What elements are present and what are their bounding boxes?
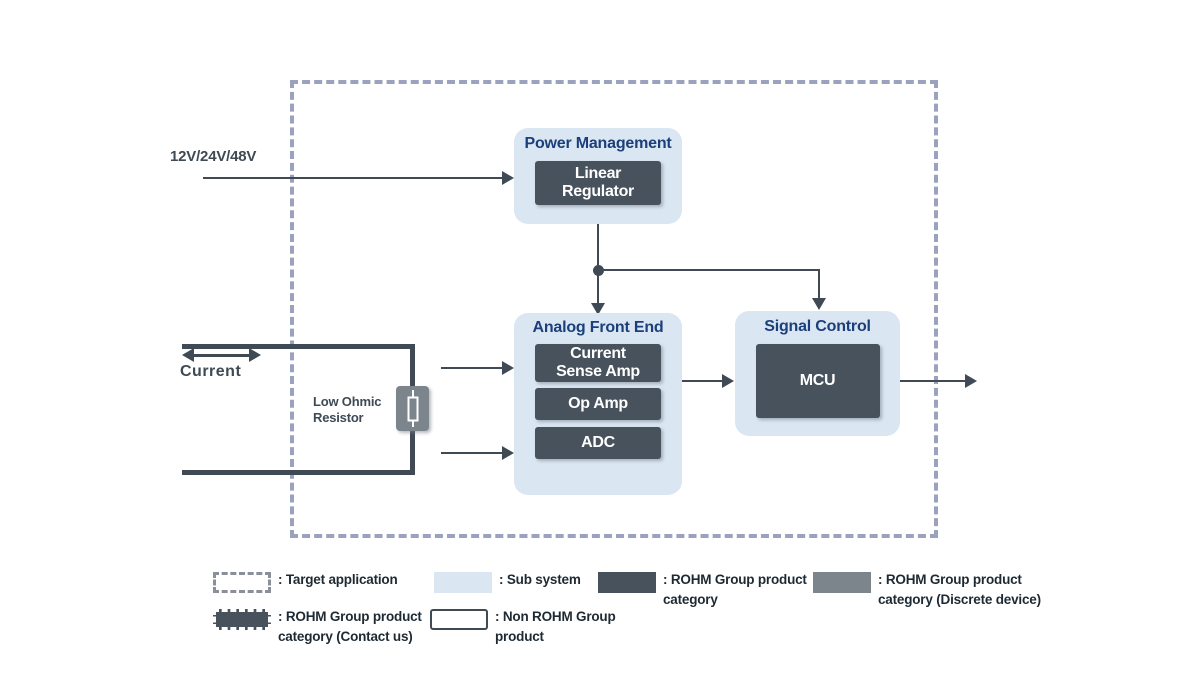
wire-afe-to-mcu (682, 380, 724, 382)
legend-label-rohm-product-contact-us: : ROHM Group product category (Contact u… (278, 609, 422, 644)
legend-swatch-non-rohm-product (430, 609, 488, 630)
legend-item-sub-system: : Sub system (434, 570, 581, 593)
legend-label-non-rohm-product: : Non ROHM Group product (495, 609, 616, 644)
target-application-boundary (290, 80, 938, 538)
subsystem-power-management-title: Power Management (524, 135, 672, 152)
wire-sense-top (441, 367, 503, 369)
subsystem-power-management: Power Management Linear Regulator (514, 128, 682, 224)
legend-swatch-rohm-product-category (598, 572, 656, 593)
wire-current-loop-right-top (410, 344, 415, 392)
arrowhead-mcu-output (965, 374, 977, 388)
legend-swatch-sub-system (434, 572, 492, 593)
resistor-lead-top-icon (411, 390, 414, 397)
legend-item-rohm-product-category: : ROHM Group product category (598, 570, 807, 609)
product-current-sense-amp: Current Sense Amp (535, 344, 661, 382)
arrowhead-afe-to-mcu (722, 374, 734, 388)
wire-sense-bottom (441, 452, 503, 454)
arrowhead-power-to-signal-control (812, 298, 826, 310)
legend-swatch-rohm-product-contact-us (213, 609, 271, 630)
wire-current-arrow-shaft (191, 354, 251, 357)
wire-power-to-afe (597, 269, 599, 305)
legend-item-rohm-product-discrete: : ROHM Group product category (Discrete … (813, 570, 1041, 609)
wire-current-loop-right-bottom (410, 424, 415, 475)
legend-item-target-application: : Target application (213, 570, 398, 593)
product-mcu: MCU (755, 344, 880, 418)
legend: : Target application : Sub system : ROHM… (0, 556, 1200, 666)
wire-power-branch-right (597, 269, 819, 271)
subsystem-analog-front-end: Analog Front End Current Sense Amp Op Am… (514, 313, 682, 495)
resistor-lead-bottom-icon (411, 420, 414, 427)
product-linear-regulator: Linear Regulator (535, 161, 661, 205)
wire-current-loop-bottom (182, 470, 415, 475)
subsystem-signal-control: Signal Control MCU (735, 311, 900, 436)
legend-item-non-rohm-product: : Non ROHM Group product (430, 607, 616, 646)
subsystem-analog-front-end-title: Analog Front End (532, 319, 664, 336)
legend-swatch-target-application (213, 572, 271, 593)
legend-item-rohm-product-contact-us: : ROHM Group product category (Contact u… (213, 607, 422, 646)
wire-input-power (203, 177, 503, 179)
product-adc: ADC (535, 427, 661, 459)
resistor-symbol-icon (407, 396, 418, 421)
wire-current-loop-top (182, 344, 415, 349)
wire-mcu-output (900, 380, 966, 382)
legend-label-sub-system: : Sub system (499, 572, 581, 587)
legend-label-target-application: : Target application (278, 572, 398, 587)
arrowhead-input-power (502, 171, 514, 185)
wire-power-down-trunk (597, 224, 599, 271)
subsystem-signal-control-title: Signal Control (764, 318, 871, 335)
product-op-amp: Op Amp (535, 388, 661, 420)
arrowhead-current-right (249, 348, 261, 362)
legend-label-rohm-product-category: : ROHM Group product category (663, 572, 807, 607)
low-ohmic-resistor-label: Low Ohmic Resistor (313, 394, 382, 426)
wire-power-to-signal-control (818, 269, 820, 300)
legend-swatch-rohm-product-discrete (813, 572, 871, 593)
arrowhead-current-left (182, 348, 194, 362)
discrete-low-ohmic-resistor (396, 386, 429, 431)
arrowhead-sense-bottom (502, 446, 514, 460)
current-label: Current (180, 363, 242, 380)
legend-label-rohm-product-discrete: : ROHM Group product category (Discrete … (878, 572, 1041, 607)
arrowhead-power-to-afe (591, 303, 605, 315)
input-voltage-label: 12V/24V/48V (170, 148, 257, 165)
arrowhead-sense-top (502, 361, 514, 375)
